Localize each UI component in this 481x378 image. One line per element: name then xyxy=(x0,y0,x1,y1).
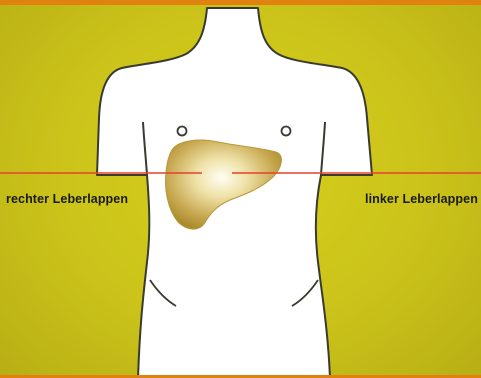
label-right-lobe: rechter Leberlappen xyxy=(6,192,128,206)
label-left-lobe: linker Leberlappen xyxy=(365,192,478,206)
